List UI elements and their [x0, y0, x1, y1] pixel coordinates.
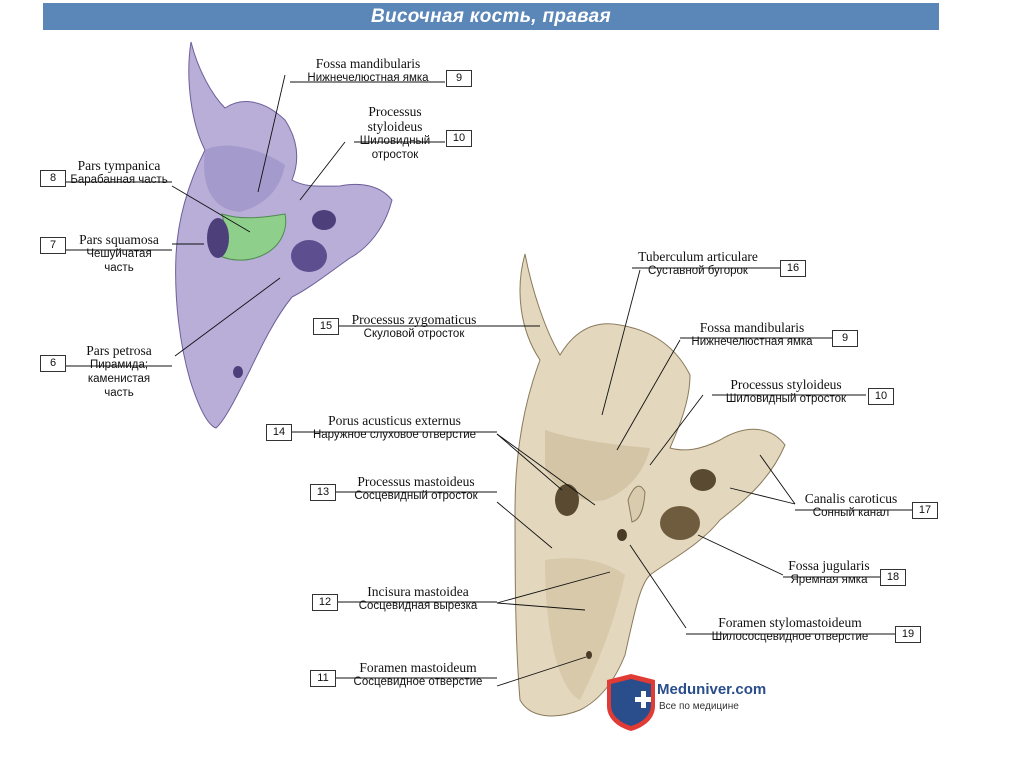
number-box-16: 16: [780, 260, 806, 277]
left-mastoid-hole: [233, 366, 243, 378]
number-box-18: 18: [880, 569, 906, 586]
label-tuberculum-articulare: Tuberculum articulare Суставной бугорок: [618, 249, 778, 278]
left-jugular-hole: [291, 240, 327, 272]
right-canal-hole: [690, 469, 716, 491]
label-foramen-stylomastoideum: Foramen stylomastoideum Шилососцевидное …: [686, 615, 894, 644]
number-box-10-left: 10: [446, 130, 472, 147]
watermark-subtitle: Все по медицине: [659, 701, 739, 712]
right-mastoid-foramen: [586, 651, 592, 659]
meduniver-watermark: Meduniver.com Все по медицине: [603, 673, 783, 733]
number-box-14: 14: [266, 424, 292, 441]
number-box-9-right: 9: [832, 330, 858, 347]
label-pars-tympanica: Pars tympanica Барабанная часть: [66, 158, 172, 187]
label-pars-squamosa: Pars squamosa Чешуйчатая часть: [66, 232, 172, 275]
number-box-13: 13: [310, 484, 336, 501]
number-box-8: 8: [40, 170, 66, 187]
label-processus-styloideus-right: Processus styloideus Шиловидный отросток: [706, 377, 866, 406]
number-box-17: 17: [912, 502, 938, 519]
left-porus-hole: [207, 218, 229, 258]
label-processus-mastoideus: Processus mastoideus Сосцевидный отросто…: [336, 474, 496, 503]
label-fossa-jugularis: Fossa jugularis Яремная ямка: [778, 558, 880, 587]
number-box-11: 11: [310, 670, 336, 687]
label-fossa-mandibularis-right: Fossa mandibularis Нижнечелюстная ямка: [672, 320, 832, 349]
label-pars-petrosa: Pars petrosa Пирамида; каменистая часть: [66, 343, 172, 400]
left-canal-hole: [312, 210, 336, 230]
right-stylomastoid-hole: [617, 529, 627, 541]
label-processus-styloideus-left: Processus styloideus Шиловидный отросток: [345, 104, 445, 162]
right-porus-hole: [555, 484, 579, 516]
label-processus-zygomaticus: Processus zygomaticus Скуловой отросток: [339, 312, 489, 341]
number-box-10-right: 10: [868, 388, 894, 405]
label-foramen-mastoideum: Foramen mastoideum Сосцевидное отверстие: [336, 660, 500, 689]
number-box-6: 6: [40, 355, 66, 372]
label-incisura-mastoidea: Incisura mastoidea Сосцевидная вырезка: [338, 584, 498, 613]
right-jugular-hole: [660, 506, 700, 540]
number-box-7: 7: [40, 237, 66, 254]
number-box-19: 19: [895, 626, 921, 643]
label-fossa-mandibularis-left: Fossa mandibularis Нижнечелюстная ямка: [292, 56, 444, 85]
watermark-title: Meduniver.com: [657, 681, 766, 698]
label-canalis-caroticus: Canalis caroticus Сонный канал: [790, 491, 912, 520]
left-bone-view: [176, 42, 392, 428]
number-box-15: 15: [313, 318, 339, 335]
number-box-12: 12: [312, 594, 338, 611]
label-porus-acusticus-externus: Porus acusticus externus Наружное слухов…: [292, 413, 497, 442]
number-box-9-left: 9: [446, 70, 472, 87]
